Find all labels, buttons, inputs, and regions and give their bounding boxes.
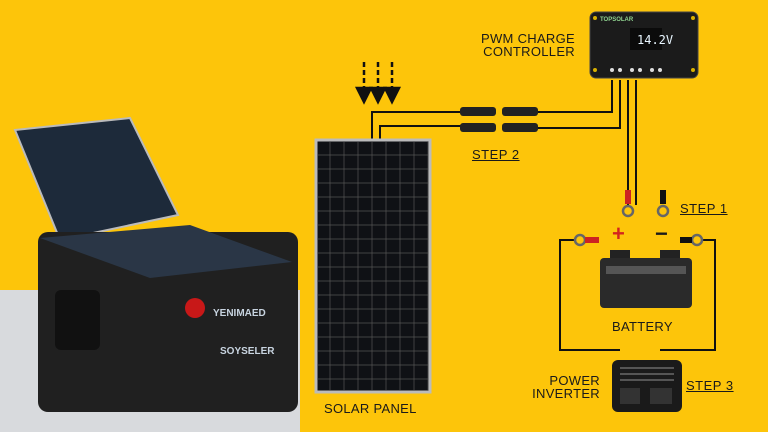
box-brand: YENIMAED	[213, 308, 266, 319]
step-2-label: STEP 2	[472, 147, 520, 162]
inverter-label-line2: INVERTER	[532, 386, 600, 401]
wires	[371, 80, 716, 351]
step-1-label: STEP 1	[680, 201, 728, 216]
step-3-label: STEP 3	[686, 378, 734, 393]
controller-label-line2: CONTROLLER	[483, 44, 575, 59]
controller-label: PWM CHARGE CONTROLLER	[475, 32, 575, 58]
solar-generator-box	[0, 116, 300, 432]
mc4-connectors	[460, 107, 538, 132]
inverter-label-line1: POWER	[549, 373, 600, 388]
battery-icon	[600, 250, 692, 308]
sunlight-arrows-icon	[354, 62, 402, 105]
controller-brand: TOPSOLAR	[600, 17, 634, 23]
box-model: SOYSELER	[220, 346, 275, 357]
solar-panel	[314, 138, 432, 394]
charge-controller	[589, 11, 699, 79]
inverter-label: POWER INVERTER	[520, 374, 600, 400]
controller-label-line1: PWM CHARGE	[481, 31, 575, 46]
negative-symbol: −	[655, 221, 669, 246]
solar-panel-label: SOLAR PANEL	[324, 401, 417, 416]
ring-terminals	[573, 190, 704, 247]
battery-label: BATTERY	[612, 319, 673, 334]
controller-voltage-display: 14.2V	[637, 33, 674, 47]
inverter-icon	[612, 360, 682, 412]
positive-symbol: +	[612, 221, 626, 246]
